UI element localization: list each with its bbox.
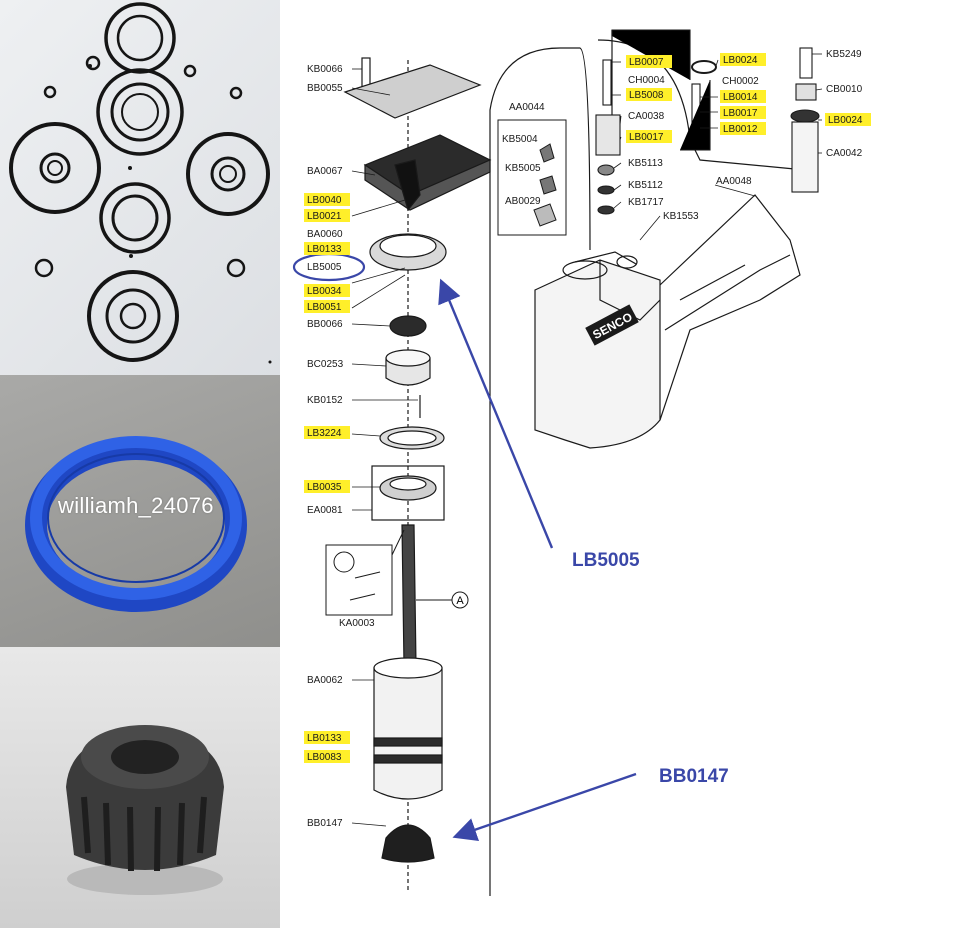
label-bb0055: BB0055 [307,83,343,94]
bumper-image [66,725,224,895]
label-lb5008: LB5008 [629,90,664,101]
label-kb5249: KB5249 [826,49,862,60]
label-kb5005: KB5005 [505,163,541,174]
label-lb0083: LB0083 [307,752,342,763]
label-ca0042: CA0042 [826,148,863,159]
label-ab0029: AB0029 [505,196,541,207]
label-ca0038: CA0038 [628,111,665,122]
label-lb0021: LB0021 [307,211,342,222]
label-lb0051: LB0051 [307,302,342,313]
callout-lb5005: LB5005 [572,550,640,571]
label-lb0017-right: LB0017 [723,108,758,119]
body-outline-left [489,47,591,896]
photo-column: williamh_24076 [0,0,280,928]
label-lb0034: LB0034 [307,286,342,297]
bumper-photo [0,647,280,928]
label-bb0066: BB0066 [307,319,343,330]
label-cb0010: CB0010 [826,84,863,95]
blue-ring-image [25,436,247,612]
lb5005-arrow [438,278,554,549]
label-kb0066: KB0066 [307,64,343,75]
blue-ring-photo: williamh_24076 [0,375,280,647]
exploded-parts-diagram: SENCO A [292,29,871,896]
label-kb5113: KB5113 [628,158,663,169]
label-bb0147: BB0147 [307,818,343,829]
label-kb5112: KB5112 [628,180,663,191]
label-lb0024-left: LB0024 [723,55,758,66]
label-lb3224: LB3224 [307,428,342,439]
label-ka0003: KA0003 [339,618,375,629]
label-lb0007: LB0007 [629,57,664,68]
oring-set-image [9,2,272,364]
callout-bb0147: BB0147 [659,766,729,787]
label-ba0067: BA0067 [307,166,343,177]
label-lb0133-top: LB0133 [307,244,342,255]
label-lb0014: LB0014 [723,92,758,103]
label-kb5004: KB5004 [502,134,538,145]
label-lb0035: LB0035 [307,482,342,493]
label-lb5005: LB5005 [307,262,342,273]
oring-kit-photo [0,0,280,375]
label-aa0044: AA0044 [509,102,545,113]
label-aa0048: AA0048 [716,176,752,187]
label-ba0060: BA0060 [307,229,343,240]
label-kb1553: KB1553 [663,211,699,222]
label-lb0012: LB0012 [723,124,758,135]
label-bc0253: BC0253 [307,359,344,370]
watermark-text: williamh_24076 [58,493,214,518]
label-kb1717: KB1717 [628,197,664,208]
label-lb0017-left: LB0017 [629,132,664,143]
label-ba0062: BA0062 [307,675,343,686]
label-lb0133-bottom: LB0133 [307,733,342,744]
label-lb0040: LB0040 [307,195,342,206]
label-kb0152: KB0152 [307,395,343,406]
label-ea0081: EA0081 [307,505,343,516]
label-ch0002: CH0002 [722,76,759,87]
bb0147-arrow [452,772,637,842]
label-lb0024-right: LB0024 [828,115,863,126]
circle-a-label: A [456,595,464,607]
label-ch0004: CH0004 [628,75,665,86]
